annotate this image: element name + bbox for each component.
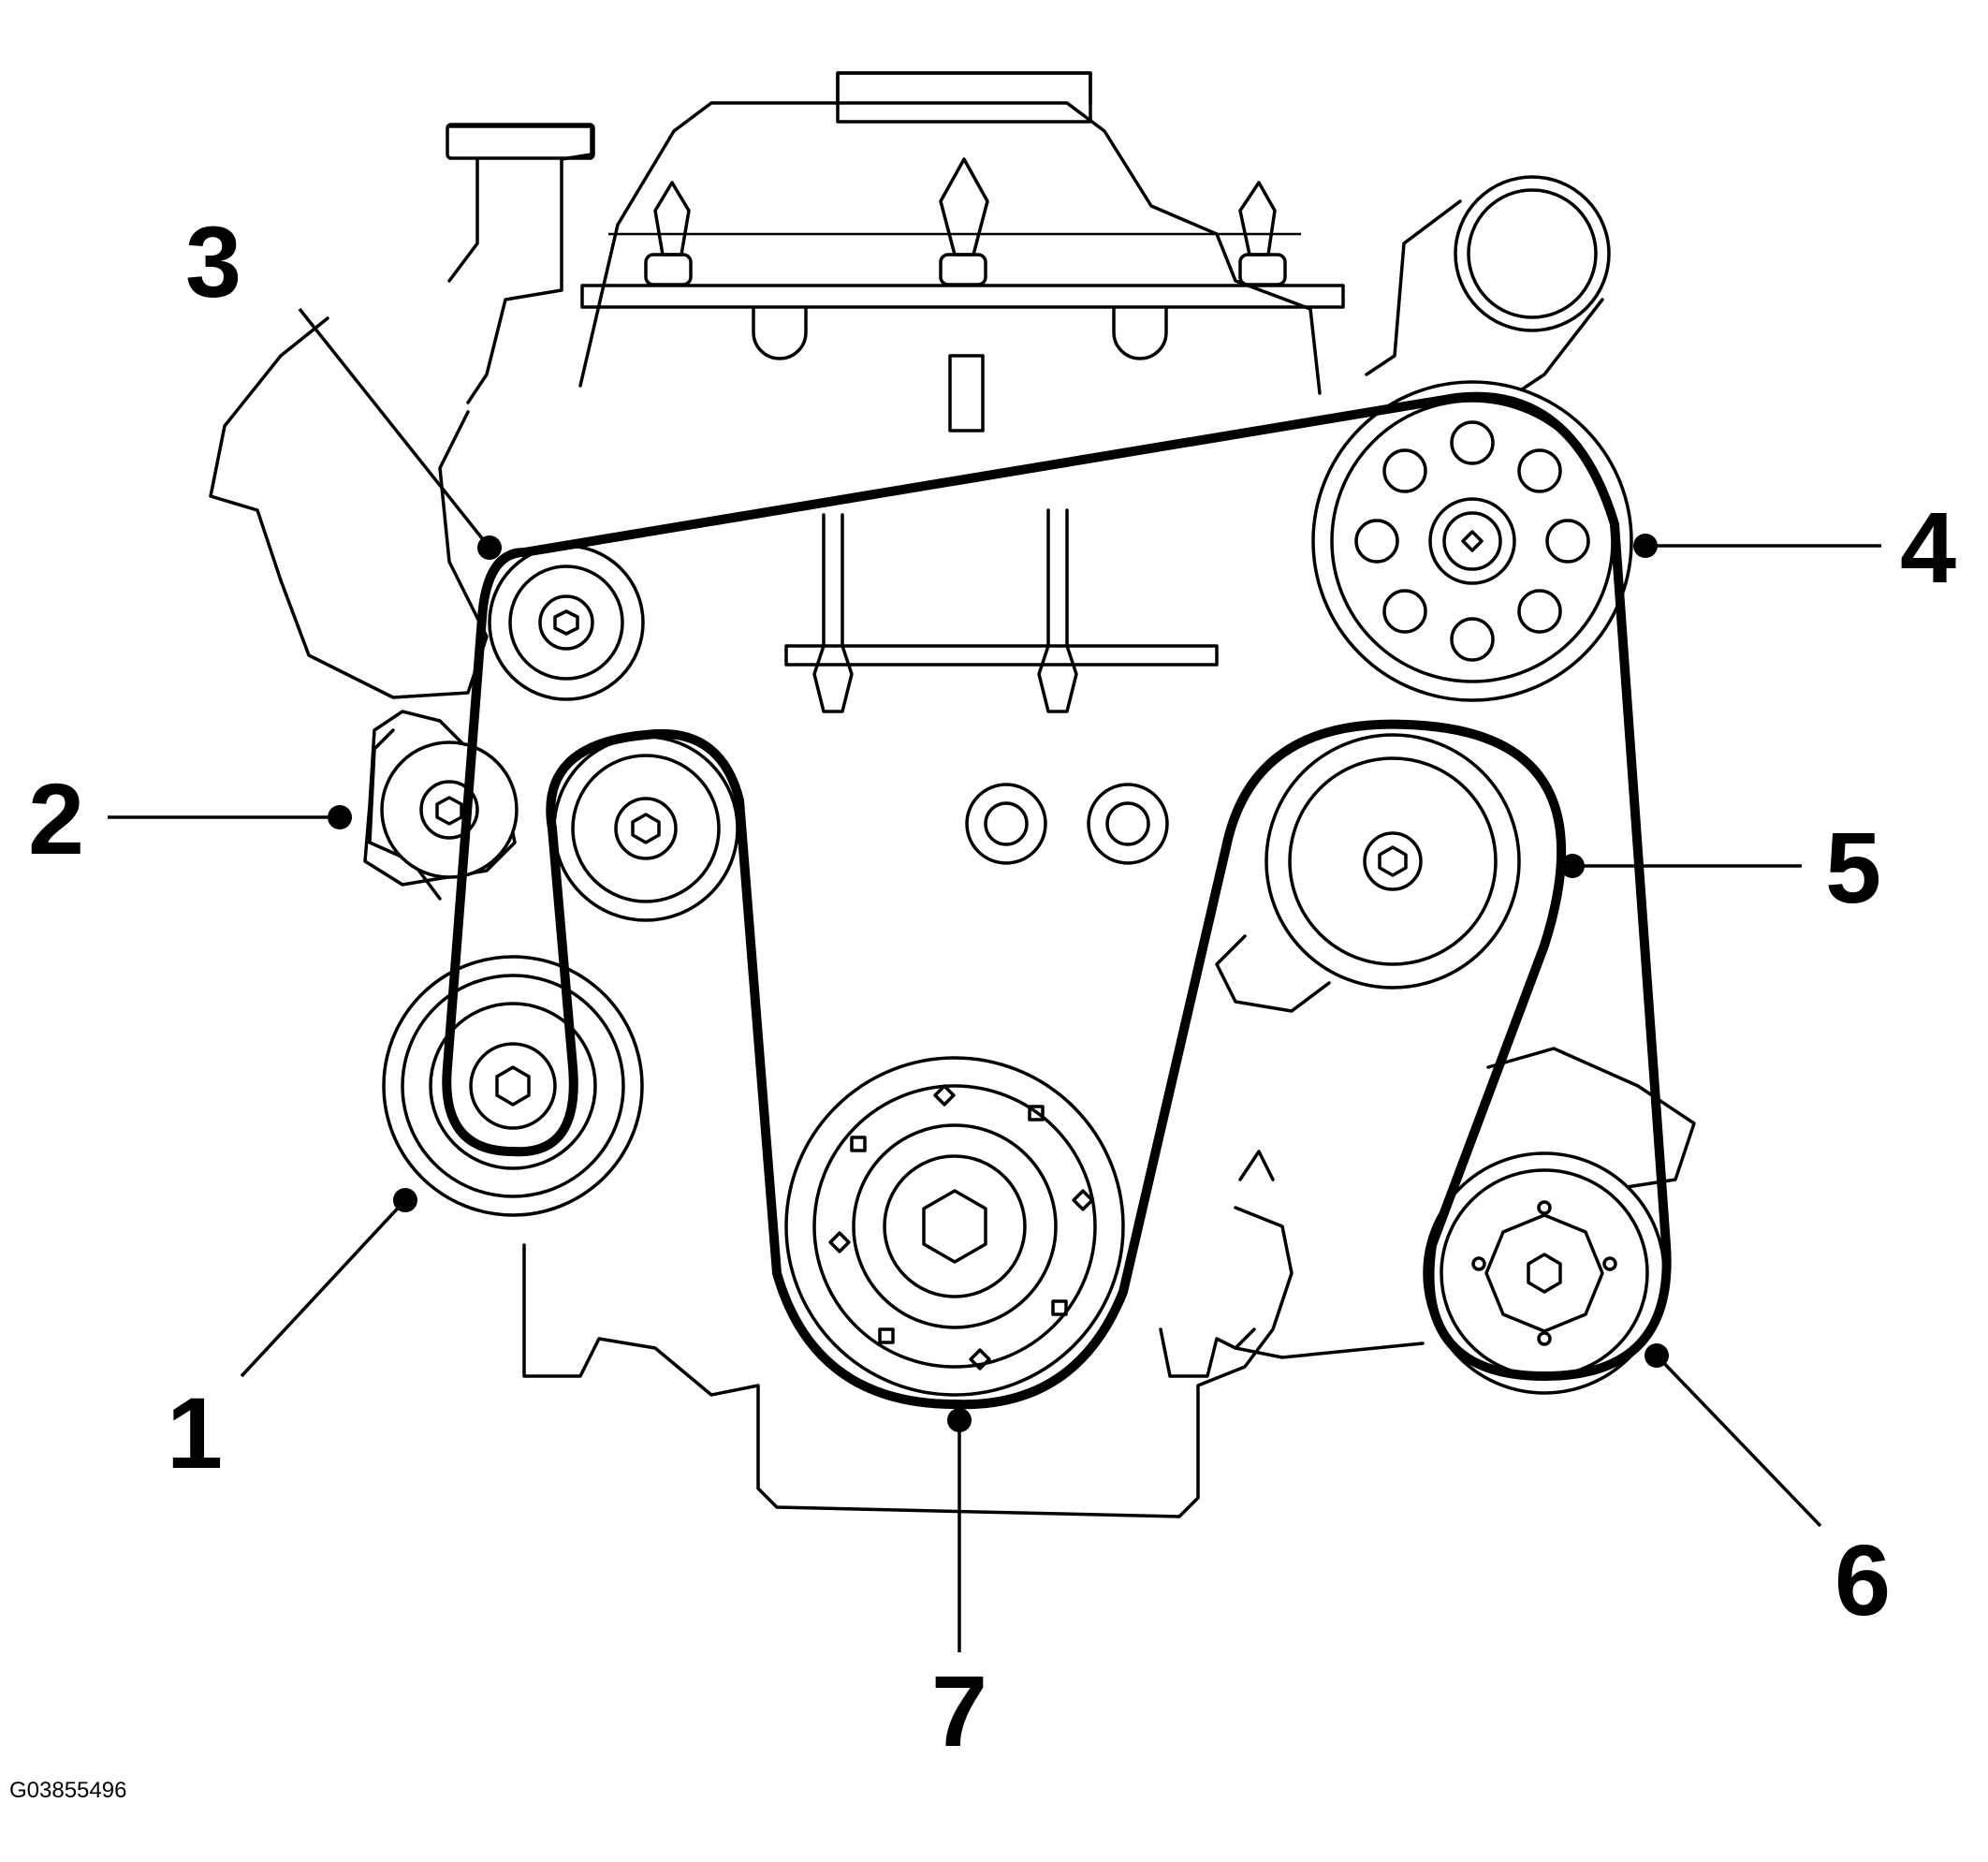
spark-plugs <box>644 157 1287 286</box>
serpentine-belt <box>442 391 1672 1410</box>
pulley-3-idler <box>488 544 645 701</box>
coolant-pipe <box>1454 175 1611 332</box>
callout-label-1: 1 <box>167 1376 223 1489</box>
callout-3: 3 <box>185 205 502 560</box>
callout-1: 1 <box>167 1188 417 1489</box>
callout-4: 4 <box>1633 491 1956 604</box>
callout-label-3: 3 <box>185 205 241 318</box>
figure-code: G03855496 <box>9 1778 126 1803</box>
callout-label-4: 4 <box>1900 491 1956 604</box>
pulley-4-power-steering <box>1311 380 1633 702</box>
pulley-6-ac-compressor <box>1423 1151 1666 1395</box>
callout-7: 7 <box>931 1408 987 1767</box>
callout-5: 5 <box>1560 811 1881 924</box>
pulley-1-tensioner <box>382 955 644 1217</box>
pulley-7-crankshaft <box>784 1056 1125 1397</box>
callout-label-6: 6 <box>1835 1523 1891 1636</box>
pulley-2-alternator <box>363 710 519 887</box>
callout-2: 2 <box>28 762 352 875</box>
left-bracket <box>209 316 489 699</box>
fuel-rail <box>784 644 1219 667</box>
callout-label-5: 5 <box>1825 811 1881 924</box>
callout-6: 6 <box>1644 1343 1891 1636</box>
pulley-idler-middle <box>552 735 739 922</box>
callout-label-7: 7 <box>931 1654 987 1767</box>
oil-filler-neck <box>447 125 593 404</box>
cover-handle-top <box>836 71 1092 124</box>
engine-top-cover <box>578 101 1322 395</box>
cover-handle <box>836 71 1092 105</box>
lower-block <box>522 1206 1294 1518</box>
pulley-5-water-pump <box>1264 733 1521 990</box>
callout-label-2: 2 <box>28 762 84 875</box>
cam-rail <box>580 284 1345 309</box>
